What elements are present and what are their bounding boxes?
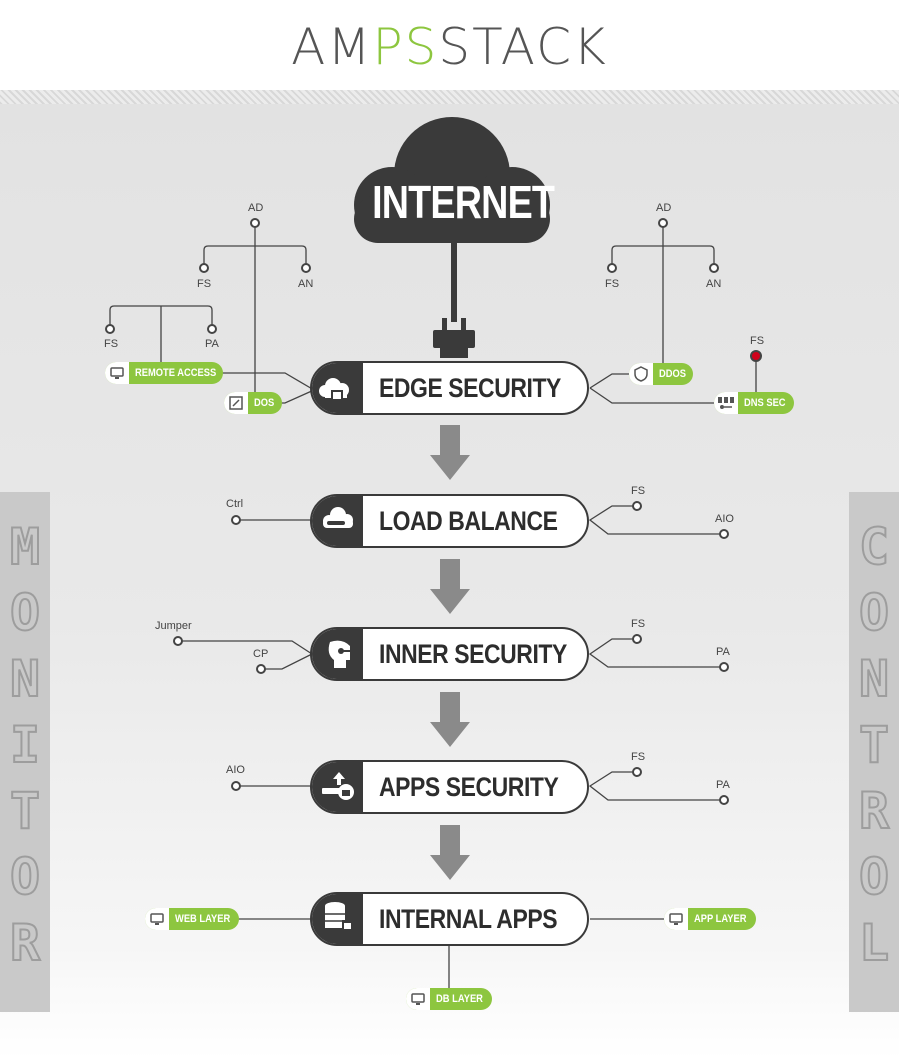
logo-part-ps: PS [372, 18, 439, 76]
fs-dnssec-label: FS [750, 335, 765, 347]
internet-label: INTERNET [372, 176, 555, 228]
ampsstack-logo: AMPSSTACK [0, 18, 899, 76]
web-layer-tag: WEB LAYER [145, 908, 239, 930]
ad-left-label: AD [248, 202, 264, 214]
logo-part-stack: STACK [438, 18, 608, 76]
db-layer-tag: DB LAYER [406, 988, 492, 1010]
node-icons [319, 378, 354, 930]
control-letter: N [858, 649, 890, 709]
as-fs-label: FS [631, 751, 646, 763]
header: AMPSSTACK [0, 0, 899, 90]
plug-icon [433, 318, 475, 358]
database-lock-icon [325, 902, 352, 930]
logo-part-am: AM [291, 18, 373, 76]
shield-icon [629, 363, 653, 385]
flow-arrows [430, 425, 470, 880]
pa-left-low-label: PA [205, 338, 219, 350]
app-layer-tag: APP LAYER [664, 908, 756, 930]
internet-cloud [354, 117, 550, 243]
app-layer-label: APP LAYER [694, 913, 747, 925]
monitor-letter: O [9, 847, 41, 907]
ddos-label: DDOS [659, 368, 687, 380]
control-letter: O [858, 583, 890, 643]
internal-apps-label: INTERNAL APPS [379, 904, 558, 934]
control-letter: T [858, 715, 890, 775]
control-letter: L [858, 913, 890, 973]
control-sidebar: C O N T R O L [849, 492, 899, 1012]
monitor-letter: I [9, 715, 41, 775]
dns-sec-label: DNS SEC [744, 397, 786, 409]
ctrl-label: Ctrl [226, 498, 244, 510]
lb-fs-label: FS [631, 485, 646, 497]
is-pa-label: PA [716, 646, 730, 658]
cloud-toggle-icon [323, 507, 353, 528]
apps-security-pill [310, 760, 589, 814]
remote-access-tag: REMOTE ACCESS [105, 362, 223, 384]
fs-right-mid-label: FS [605, 278, 620, 290]
lb-aio-label: AIO [715, 513, 734, 525]
monitor-letter: M [9, 517, 41, 577]
cp-label: CP [253, 648, 269, 660]
monitor-letter: O [9, 583, 41, 643]
upload-lock-icon [322, 772, 354, 800]
db-layer-label: DB LAYER [436, 993, 483, 1005]
apps-security-label: APPS SECURITY [379, 772, 559, 802]
resize-icon [224, 392, 248, 414]
monitor-sidebar: M O N I T O R [0, 492, 50, 1012]
server-key-icon [714, 392, 738, 414]
monitor-icon [145, 908, 169, 930]
endpoint-dots [105, 218, 729, 805]
control-letter: C [858, 517, 890, 577]
monitor-icon [664, 908, 688, 930]
fs-left-mid-label: FS [197, 278, 212, 290]
ad-right-label: AD [656, 202, 672, 214]
dos-label: DOS [254, 397, 275, 409]
an-left-label: AN [298, 278, 314, 290]
web-layer-label: WEB LAYER [175, 913, 231, 925]
cloud-lock-icon [319, 378, 349, 400]
dos-tag: DOS [224, 392, 282, 414]
load-balance-pill [310, 494, 589, 548]
monitor-icon [406, 988, 430, 1010]
load-balance-label: LOAD BALANCE [379, 506, 558, 536]
monitor-icon [105, 362, 129, 384]
ddos-tag: DDOS [629, 363, 693, 385]
fs-left-low-label: FS [104, 338, 119, 350]
internal-apps-pill [310, 892, 589, 946]
background-stripe [0, 90, 899, 104]
remote-access-label: REMOTE ACCESS [135, 367, 217, 379]
is-fs-label: FS [631, 618, 646, 630]
head-key-icon [328, 640, 351, 668]
monitor-letter: T [9, 781, 41, 841]
inner-security-label: INNER SECURITY [379, 639, 567, 669]
jumper-label: Jumper [155, 620, 192, 632]
node-pills [310, 361, 589, 946]
connector-lines [109, 223, 757, 992]
as-pa-label: PA [716, 779, 730, 791]
monitor-letter: N [9, 649, 41, 709]
fs-alert-dot [750, 350, 762, 362]
dns-sec-tag: DNS SEC [714, 392, 794, 414]
control-letter: O [858, 847, 890, 907]
monitor-letter: R [9, 913, 41, 973]
control-letter: R [858, 781, 890, 841]
edge-security-label: EDGE SECURITY [379, 373, 561, 403]
aio-apps-label: AIO [226, 764, 245, 776]
an-right-label: AN [706, 278, 722, 290]
